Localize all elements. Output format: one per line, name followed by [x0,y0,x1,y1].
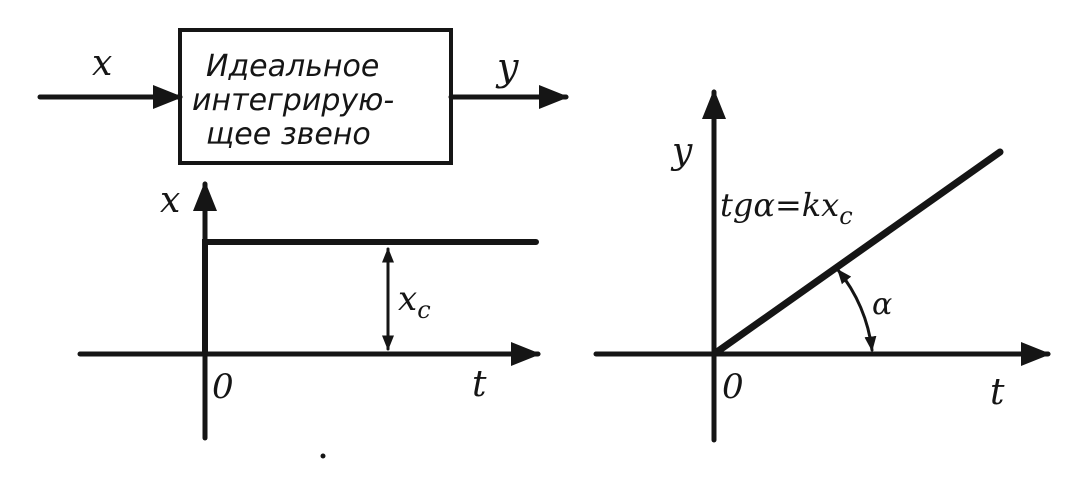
block-title-line-1: Идеальное [206,49,379,84]
step-level-label: xc [398,279,431,324]
output-signal-label: y [495,45,519,89]
step-signal-line [202,239,539,357]
angle-alpha-label: α [872,287,892,322]
output-plot-origin-label: 0 [722,367,744,407]
input-signal-label: x [92,43,112,84]
stray-ink-dot [320,453,326,459]
output-ramp-plot: y t 0 tgα=kxc α [593,89,1051,443]
slope-formula: tgα=kxc [720,186,853,230]
step-level-subscript: c [417,296,430,324]
slope-formula-subscript: c [839,202,852,230]
block-diagram: x Идеальное интегрирую- щее звено y [37,28,569,165]
output-plot-y-axis-label: y [670,131,693,172]
ramp-output-line [710,148,1004,358]
block-title-line-3: щее звено [206,117,371,152]
input-plot-origin-label: 0 [212,367,234,407]
block-title-line-2: интегрирую- [192,83,394,118]
angle-alpha-arc [836,268,877,352]
input-plot-x-axis-label: t [472,364,487,405]
input-plot-y-axis-label: x [160,180,180,221]
input-step-plot: x t 0 xc [77,180,541,441]
output-plot-x-axis-label: t [990,372,1005,413]
step-level-main: x [398,279,417,319]
slope-formula-main: tgα=kx [720,186,839,224]
